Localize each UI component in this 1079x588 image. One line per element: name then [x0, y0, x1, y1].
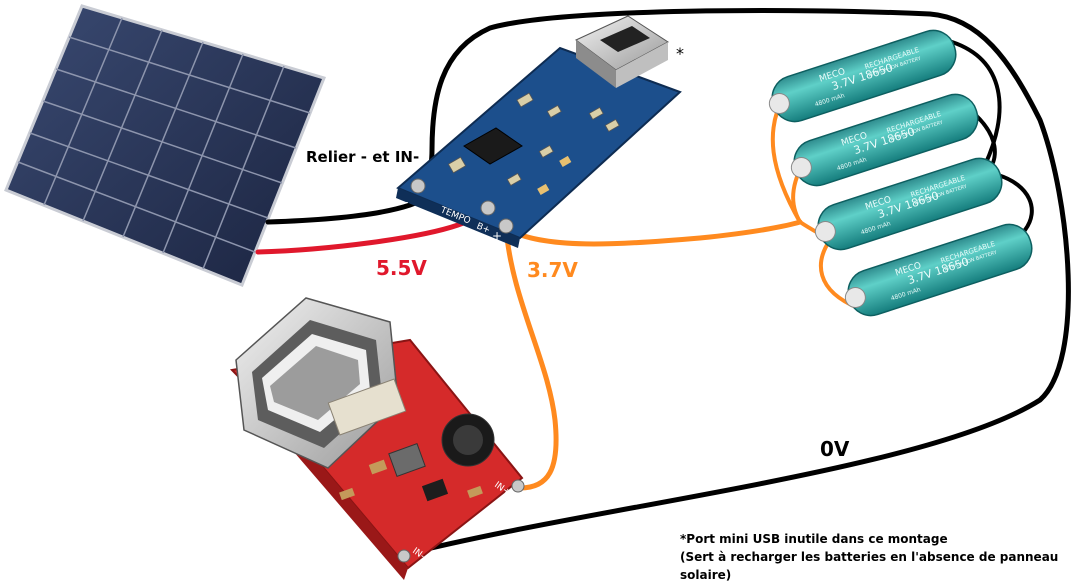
boost-board: IN+ IN-: [229, 297, 525, 580]
footnote-line-1: *Port mini USB inutile dans ce montage: [680, 532, 948, 546]
label-voltage-input: 5.5V: [376, 256, 427, 280]
wire-ground-loop: [399, 8, 1071, 558]
smd-components: [447, 92, 620, 187]
charger-ic: [463, 127, 523, 165]
pad-in-minus: [397, 549, 411, 563]
solar-cell-grid: [17, 17, 311, 270]
silk-plus: +: [492, 229, 502, 243]
wire-boost-positive: [503, 225, 559, 491]
wire-battery-neg-1: [950, 40, 1002, 167]
charger-board: TEMPO B+ + -: [396, 15, 682, 248]
silk-minus: -: [404, 195, 408, 209]
pad-b-plus: [480, 200, 496, 216]
pad-plus: [498, 218, 514, 234]
wires: [255, 8, 1071, 558]
solar-panel: [4, 4, 326, 287]
label-connect-minus: Relier - et IN-: [306, 148, 420, 166]
label-asterisk: *: [676, 44, 684, 63]
label-voltage-battery: 3.7V: [527, 258, 578, 282]
mini-usb-port: [575, 15, 669, 88]
wire-battery-positive: [503, 219, 803, 247]
silk-b-plus: B+: [475, 222, 491, 236]
wire-battery-neg-3: [996, 173, 1034, 232]
footnote-line-2: (Sert à recharger les batteries en l'abs…: [680, 550, 1059, 582]
footnote: *Port mini USB inutile dans ce montage (…: [680, 530, 1079, 584]
pad-in-plus: [511, 479, 525, 493]
pad-minus: [410, 178, 426, 194]
label-ground: 0V: [820, 437, 850, 461]
